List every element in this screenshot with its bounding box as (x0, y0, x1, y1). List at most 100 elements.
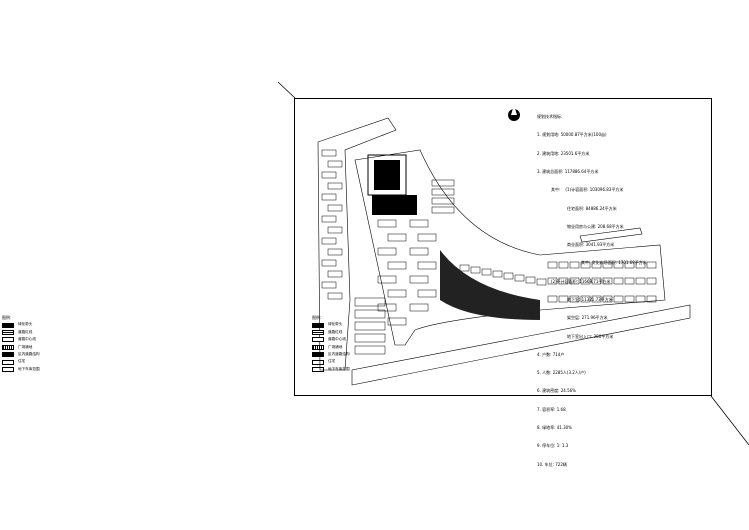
index-line: 商业面积: 3041.93平方米 (567, 242, 615, 248)
building (646, 277, 657, 285)
building (613, 277, 624, 285)
building (387, 261, 407, 270)
legend-item: 绿化带头 (2, 321, 40, 328)
legend-label: 道路红线 (18, 329, 33, 334)
legend-item: 住宅 (312, 358, 350, 365)
legend-item: 道路中心线 (312, 336, 350, 343)
legend-label: 广场铺地 (18, 344, 33, 349)
central-building-block (367, 154, 417, 215)
building (580, 277, 591, 285)
building (536, 278, 547, 286)
legend-swatch-icon (2, 337, 14, 343)
index-line: 地下室出入口: 280平方米 (567, 333, 614, 339)
building (558, 277, 569, 285)
building (547, 261, 558, 269)
building (409, 303, 429, 312)
legend-label: 绿化带头 (18, 322, 33, 327)
building (569, 295, 580, 303)
legend-swatch-icon (2, 344, 14, 350)
building (354, 321, 386, 331)
legend-swatch-icon (312, 366, 324, 372)
building (624, 277, 635, 285)
index-line: 9. 停车位: 1: 1.3 (537, 443, 569, 449)
legend-label: 住宅 (18, 359, 26, 364)
building (602, 277, 613, 285)
index-line: 8. 绿地率: 41.30% (537, 424, 572, 430)
legend-item: 道路红线 (312, 329, 350, 336)
building (624, 295, 635, 303)
legend-swatch-icon (2, 322, 14, 328)
building (431, 179, 455, 187)
building (602, 295, 613, 303)
building (569, 277, 580, 285)
building (558, 295, 569, 303)
legend-label: 地下车库范围 (328, 366, 350, 371)
legend-swatch-icon (312, 322, 324, 328)
building (635, 277, 646, 285)
building (327, 182, 343, 190)
legend-item: 地下车库范围 (2, 366, 40, 373)
legend-item: 区内道路结构 (312, 351, 350, 358)
building (321, 149, 337, 157)
building (387, 289, 407, 298)
site-boundary (317, 117, 691, 386)
index-line: 10. 车位: 722辆 (537, 461, 567, 467)
building (377, 303, 397, 312)
legend-label: 地下车库范围 (18, 366, 40, 371)
index-line: 6. 建筑密度: 24.56% (537, 388, 576, 394)
index-line: 架空层: 271.96平方米 (567, 315, 608, 321)
building (387, 317, 407, 326)
index-line: 物业用房与公建: 208.68平方米 (567, 223, 624, 229)
building (321, 215, 337, 223)
building (481, 268, 492, 276)
building (514, 274, 525, 282)
building (354, 333, 386, 343)
legend-swatch-icon (312, 337, 324, 343)
legend-swatch-icon (2, 352, 14, 358)
legend-swatch-icon (312, 352, 324, 358)
legend-item: 道路红线 (2, 329, 40, 336)
building (547, 277, 558, 285)
building (321, 237, 337, 245)
legend-item: 广场铺地 (312, 344, 350, 351)
legend-title: 图例: (2, 315, 12, 320)
building (613, 295, 624, 303)
building (459, 264, 470, 272)
index-line: 1. 规划用地: 50000.87平方米(100亩) (537, 132, 607, 138)
building (354, 297, 386, 307)
building (387, 233, 407, 242)
legend-label: 住宅 (328, 359, 336, 364)
building (613, 261, 624, 269)
building (602, 261, 613, 269)
building (431, 188, 455, 196)
building (558, 261, 569, 269)
legend-label: 道路中心线 (328, 337, 346, 342)
building (377, 219, 397, 228)
building (417, 233, 437, 242)
legend-title: 图例: (312, 315, 322, 320)
legend-label: 区内道路结构 (328, 351, 350, 356)
building (431, 197, 455, 205)
building (646, 261, 657, 269)
drawing-frame (294, 98, 712, 396)
index-line: 7. 容积率: 1.68 (537, 406, 566, 412)
index-line: 住宅面积: 84886.24平方米 (567, 205, 617, 211)
compass-icon (508, 105, 520, 121)
index-line: 其中: 文化市场面积: 1701.69平方米 (581, 260, 647, 266)
index-line: 4. 户数: 714户 (537, 351, 565, 357)
building (409, 247, 429, 256)
technical-index-title: 规划技术指标: (537, 114, 563, 120)
legend-swatch-icon (312, 344, 324, 350)
legend-left: 图例:绿化带头道路红线道路中心线广场铺地区内道路结构住宅地下车库范围 (2, 314, 40, 373)
building (525, 276, 536, 284)
legend-swatch-icon (312, 359, 324, 365)
legend-label: 区内道路结构 (18, 351, 40, 356)
frame-diagonal-top (277, 81, 296, 99)
building (470, 266, 481, 274)
legend-item: 区内道路结构 (2, 351, 40, 358)
legend-item: 地下车库范围 (312, 366, 350, 373)
index-line: (2)不计容面积: 11669.71平方米 (551, 278, 611, 284)
legend-label: 绿化带头 (328, 322, 343, 327)
building (635, 261, 646, 269)
building (327, 292, 343, 300)
